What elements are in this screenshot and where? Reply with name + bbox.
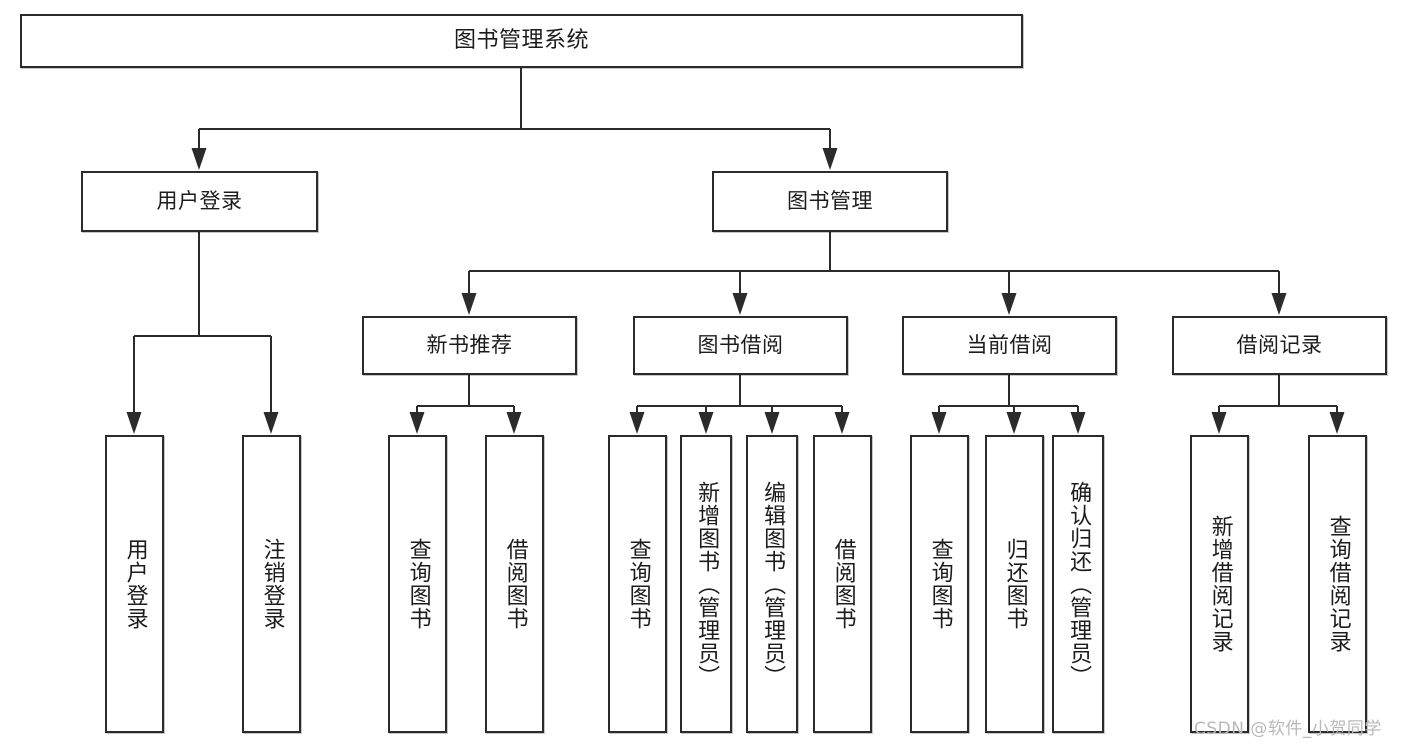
node-root[interactable]: 图书管理系统 — [20, 14, 1023, 68]
node-label: 编辑图书（管理员） — [760, 480, 786, 688]
arrowhead-icon — [629, 412, 645, 434]
node-l9[interactable]: 查询图书 — [910, 435, 969, 733]
node-label: 用户登录 — [122, 538, 148, 630]
arrowhead-icon — [1001, 293, 1017, 315]
arrowhead-icon — [764, 412, 780, 434]
node-newbook[interactable]: 新书推荐 — [362, 316, 577, 375]
arrowhead-icon — [1006, 412, 1022, 434]
arrowhead-icon — [409, 412, 425, 434]
node-current[interactable]: 当前借阅 — [902, 316, 1117, 375]
node-label: 图书管理 — [787, 188, 873, 213]
node-borrow[interactable]: 图书借阅 — [633, 316, 848, 375]
node-l1[interactable]: 用户登录 — [105, 435, 164, 733]
arrowhead-icon — [263, 412, 279, 434]
node-label: 查询借阅记录 — [1325, 515, 1351, 653]
node-label: 图书借阅 — [697, 332, 784, 357]
arrowhead-icon — [506, 412, 522, 434]
node-label: 归还图书 — [1002, 538, 1028, 630]
arrowhead-icon — [698, 412, 714, 434]
arrowhead-icon — [1271, 293, 1287, 315]
node-bookmgmt[interactable]: 图书管理 — [712, 171, 948, 232]
node-l3[interactable]: 查询图书 — [388, 435, 447, 733]
arrowhead-icon — [1211, 412, 1227, 434]
watermark-text: CSDN @软件_小贺同学 — [1194, 719, 1382, 739]
node-label: 用户登录 — [156, 188, 243, 213]
node-label: 借阅图书 — [830, 538, 856, 630]
node-label: 新增借阅记录 — [1207, 515, 1233, 653]
node-records[interactable]: 借阅记录 — [1172, 316, 1387, 375]
node-label: 当前借阅 — [966, 332, 1053, 357]
node-l12[interactable]: 新增借阅记录 — [1190, 435, 1249, 733]
node-l2[interactable]: 注销登录 — [242, 435, 301, 733]
node-l10[interactable]: 归还图书 — [985, 435, 1044, 733]
arrowhead-icon — [732, 293, 748, 315]
node-label: 新增图书（管理员） — [694, 480, 720, 688]
arrowhead-icon — [834, 412, 850, 434]
node-login[interactable]: 用户登录 — [81, 171, 318, 232]
node-label: 借阅图书 — [502, 538, 528, 630]
arrowhead-icon — [461, 293, 477, 315]
arrowhead-icon — [1070, 412, 1086, 434]
node-l13[interactable]: 查询借阅记录 — [1308, 435, 1367, 733]
node-label: 查询图书 — [405, 538, 431, 630]
node-label: 新书推荐 — [426, 332, 513, 357]
node-l11[interactable]: 确认归还（管理员） — [1052, 435, 1104, 733]
node-l5[interactable]: 查询图书 — [608, 435, 667, 733]
node-label: 注销登录 — [259, 538, 285, 630]
node-l8[interactable]: 借阅图书 — [813, 435, 872, 733]
arrowhead-icon — [1329, 412, 1345, 434]
arrowhead-icon — [191, 148, 207, 170]
arrowhead-icon — [126, 412, 142, 434]
node-label: 查询图书 — [927, 538, 953, 630]
arrowhead-icon — [822, 148, 838, 170]
arrowhead-icon — [931, 412, 947, 434]
node-l6[interactable]: 新增图书（管理员） — [680, 435, 732, 733]
node-label: 查询图书 — [625, 538, 651, 630]
node-label: 图书管理系统 — [453, 27, 589, 53]
node-label: 借阅记录 — [1236, 332, 1323, 357]
node-label: 确认归还（管理员） — [1066, 480, 1092, 688]
node-l4[interactable]: 借阅图书 — [485, 435, 544, 733]
node-l7[interactable]: 编辑图书（管理员） — [746, 435, 798, 733]
